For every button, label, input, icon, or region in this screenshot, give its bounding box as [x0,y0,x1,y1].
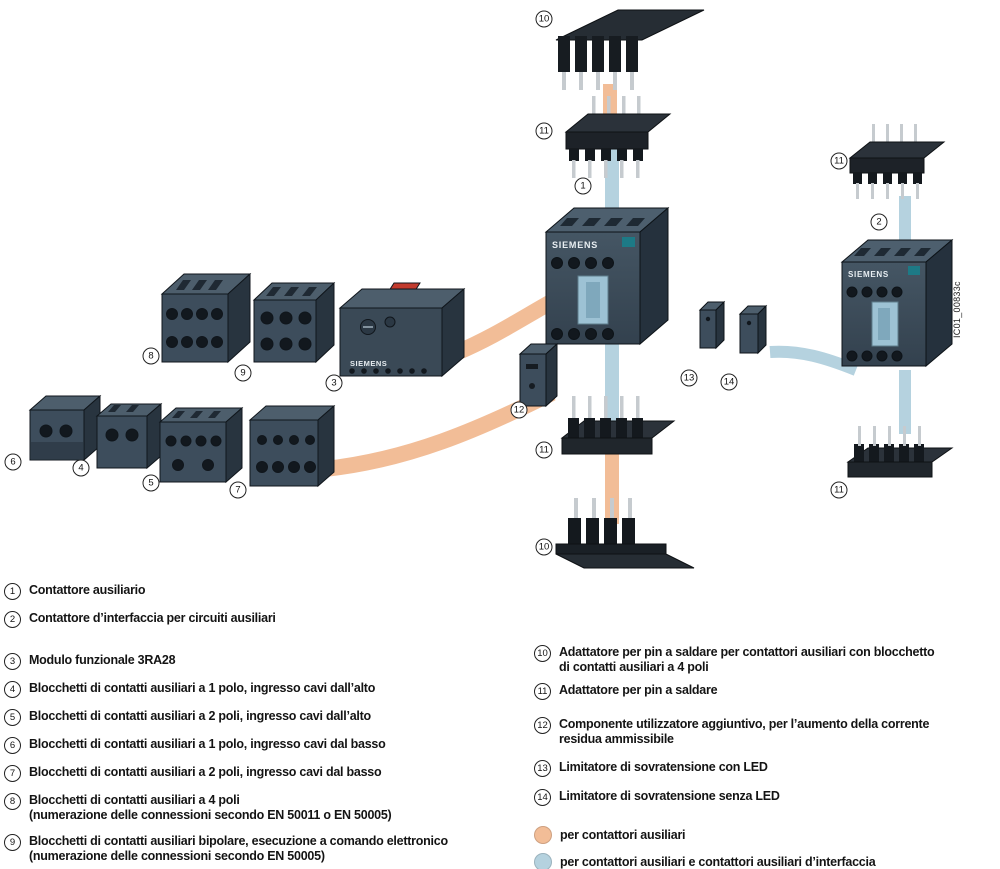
legend-text2: di contatti ausiliari a 4 poli [559,660,709,674]
legend-item-13: 13 Limitatore di sovratensione con LED [534,760,998,777]
solder-pin-adapter-4pole-top [555,9,705,90]
legend-text: Limitatore di sovratensione senza LED [559,789,780,803]
ribbon-aux-blocks [324,385,556,477]
legend-badge: 9 [4,834,21,851]
swatch-aux-color [534,826,552,844]
legend-text: Modulo funzionale 3RA28 [29,653,176,667]
legend-badge: 12 [534,717,551,734]
legend-text: Adattatore per pin a saldare [559,683,718,697]
legend-badge: 1 [4,583,21,600]
diagram-canvas: SIEMENS [28,9,962,569]
surge-limiter-with-led [698,300,726,350]
legend-badge: 5 [4,709,21,726]
legend-badge: 8 [4,793,21,810]
legend-text: Blocchetti di contatti ausiliari a 4 pol… [29,793,240,807]
swatch-row-aux: per contattori ausiliari [534,826,998,844]
legend-item-14: 14 Limitatore di sovratensione senza LED [534,789,998,806]
ribbon-both-right-side [769,345,859,376]
legend-text: Limitatore di sovratensione con LED [559,760,768,774]
legend-badge: 13 [534,760,551,777]
legend-badge: 6 [4,737,21,754]
brand-label: SIEMENS [552,240,598,250]
solder-pin-adapter-right-top [848,124,946,199]
legend-item-4: 4 Blocchetti di contatti ausiliari a 1 p… [4,681,534,698]
legend-badge: 7 [4,765,21,782]
legend-text2: (numerazione delle connessioni secondo E… [29,808,392,822]
legend-text: Blocchetti di contatti ausiliari a 2 pol… [29,709,371,723]
brand-label: SIEMENS [350,359,387,368]
legend-left: 1 Contattore ausiliario 2 Contattore d’i… [4,583,534,864]
legend-text2: (numerazione delle connessioni secondo E… [29,849,325,863]
contact-block-2pole-top-entry [158,406,244,484]
legend-item-8: 8 Blocchetti di contatti ausiliari a 4 p… [4,793,534,823]
legend-item-3: 3 Modulo funzionale 3RA28 [4,653,534,670]
solder-pin-adapter-right-bottom [846,426,954,478]
legend-text: Blocchetti di contatti ausiliari bipolar… [29,834,448,848]
solder-pin-adapter-4pole-bottom [555,498,695,569]
figure-id: IC01_00833c [952,281,962,338]
legend-text: Blocchetti di contatti ausiliari a 2 pol… [29,765,382,779]
brand-label: SIEMENS [848,270,889,279]
legend-item-9: 9 Blocchetti di contatti ausiliari bipol… [4,834,534,864]
legend-text: Adattatore per pin a saldare per contatt… [559,645,935,659]
solder-pin-adapter-lower [560,396,676,455]
legend-item-1: 1 Contattore ausiliario [4,583,534,600]
swatch-both-label: per contattori ausiliari e contattori au… [560,855,876,869]
legend-badge: 10 [534,645,551,662]
contact-block-4pole [160,272,252,364]
legend-text2: residua ammissibile [559,732,674,746]
legend-item-10: 10 Adattatore per pin a saldare per cont… [534,645,998,675]
surge-limiter-without-led [738,304,768,355]
legend-text: Contattore ausiliario [29,583,146,597]
legend-text: Blocchetti di contatti ausiliari a 1 pol… [29,737,386,751]
legend-badge: 11 [534,683,551,700]
solder-pin-adapter-upper [564,96,672,178]
interface-contactor: SIEMENS [840,238,954,368]
residual-current-component [518,342,559,408]
swatch-both-color [534,853,552,869]
swatch-aux-label: per contattori ausiliari [560,828,686,842]
legend-item-11: 11 Adattatore per pin a saldare [534,683,998,700]
contact-block-1pole-top-entry [95,402,163,470]
legend-badge: 3 [4,653,21,670]
legend-item-6: 6 Blocchetti di contatti ausiliari a 1 p… [4,737,534,754]
legend-item-5: 5 Blocchetti di contatti ausiliari a 2 p… [4,709,534,726]
legend-item-12: 12 Componente utilizzatore aggiuntivo, p… [534,717,998,747]
legend-item-7: 7 Blocchetti di contatti ausiliari a 2 p… [4,765,534,782]
legend-text: Componente utilizzatore aggiuntivo, per … [559,717,930,731]
legend-badge: 2 [4,611,21,628]
contact-block-1pole-bottom-entry [28,394,102,462]
legend-text: Blocchetti di contatti ausiliari a 1 pol… [29,681,376,695]
legend-badge: 14 [534,789,551,806]
contact-block-electronic [252,281,336,364]
swatch-row-both: per contattori ausiliari e contattori au… [534,853,998,869]
exploded-view-diagram: SIEMENS [4,9,962,569]
function-module-3ra28: SIEMENS [338,282,466,378]
legend-right: 10 Adattatore per pin a saldare per cont… [534,645,998,869]
auxiliary-contactor: SIEMENS [544,206,670,346]
contact-block-2pole-bottom-entry [248,404,336,488]
legend-item-2: 2 Contattore d’interfaccia per circuiti … [4,611,534,628]
legend-badge: 4 [4,681,21,698]
legend-text: Contattore d’interfaccia per circuiti au… [29,611,276,625]
